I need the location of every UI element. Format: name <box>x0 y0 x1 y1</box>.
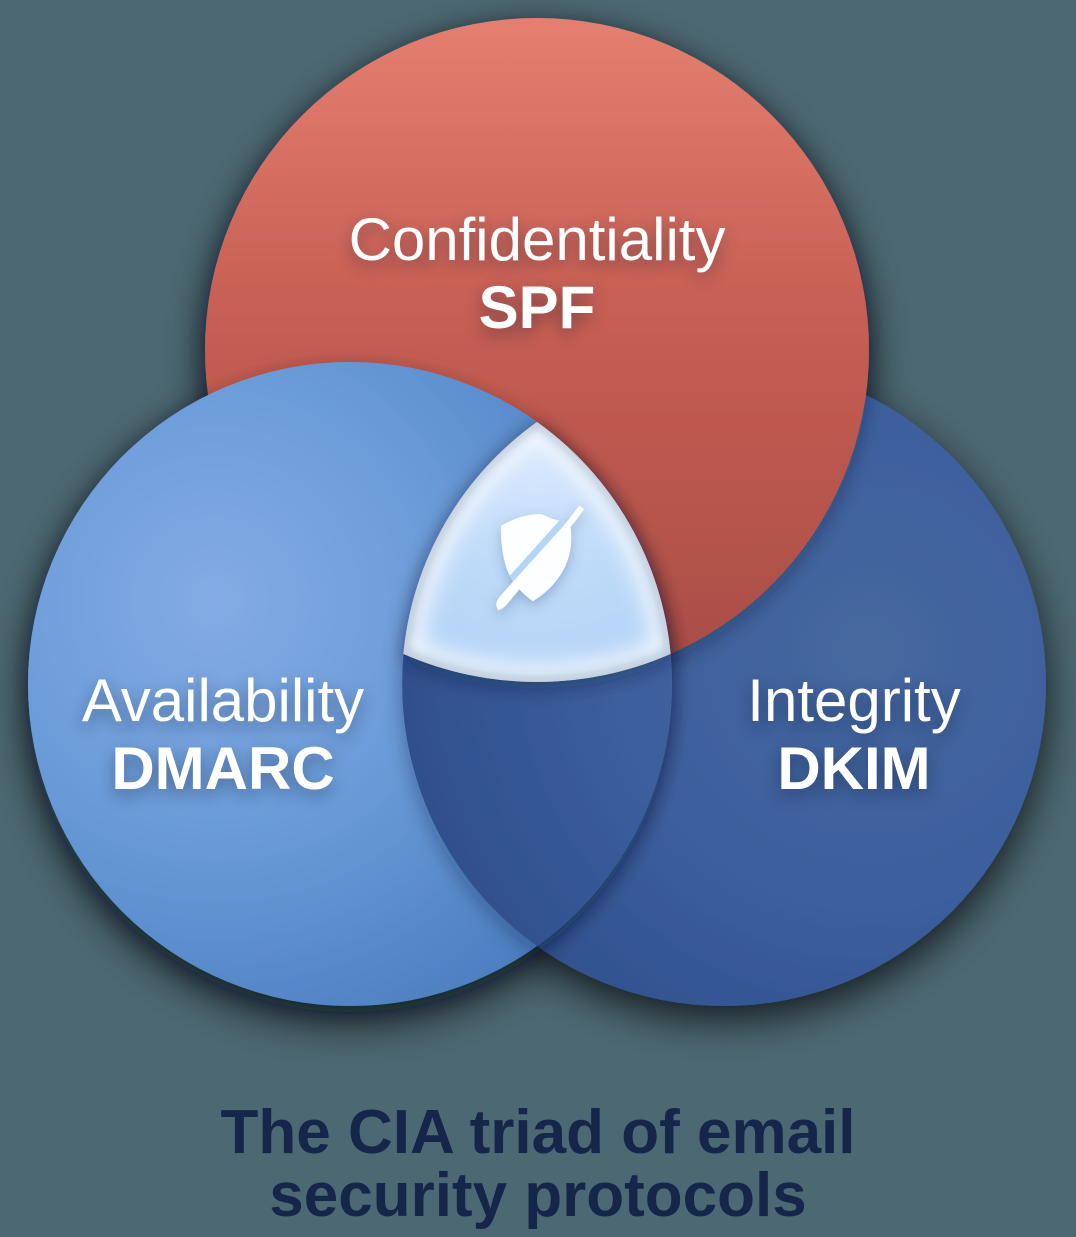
center-intersection-rim <box>403 422 671 682</box>
label-availability: Availability DMARC <box>82 667 364 803</box>
caption-line-1: The CIA triad of email <box>220 1098 856 1167</box>
diagram-caption: The CIA triad of email security protocol… <box>220 1101 855 1227</box>
set-protocol-dmarc: DMARC <box>111 735 335 802</box>
set-name-confidentiality: Confidentiality <box>348 206 726 273</box>
set-name-availability: Availability <box>81 667 365 734</box>
caption-line-2: security protocols <box>269 1161 807 1230</box>
set-protocol-spf: SPF <box>478 274 596 341</box>
center-intersection <box>403 422 671 682</box>
label-integrity: Integrity DKIM <box>747 667 960 803</box>
label-confidentiality: Confidentiality SPF <box>349 206 726 342</box>
shield-swoosh <box>496 505 584 611</box>
set-protocol-dkim: DKIM <box>777 735 931 802</box>
set-name-integrity: Integrity <box>747 667 961 734</box>
